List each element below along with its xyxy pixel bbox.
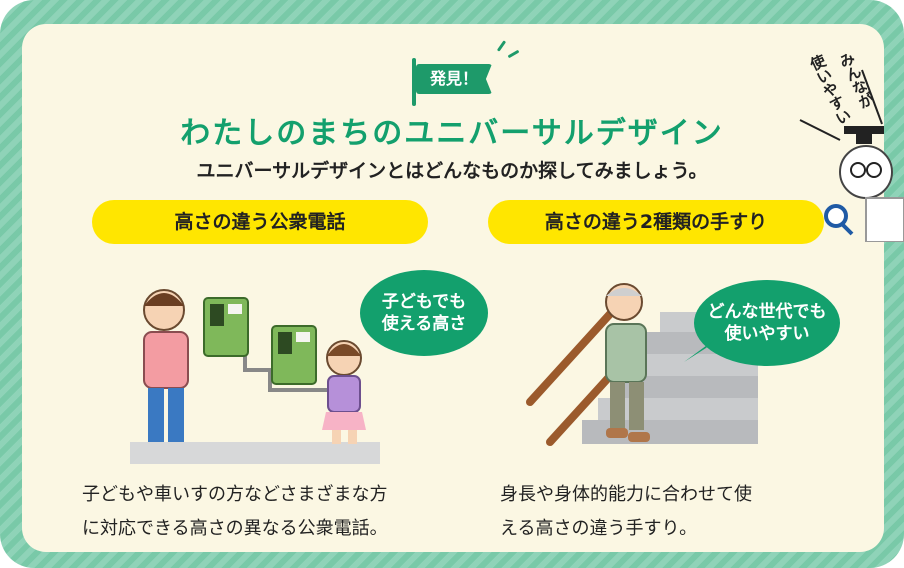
caption-handrail: 身長や身体的能力に合わせて使 える高さの違う手すり。 (500, 478, 840, 546)
speech-bubble-handrail: どんな世代でも 使いやすい (694, 280, 840, 366)
caption-phone: 子どもや車いすの方などさまざまな方 に対応できる高さの異なる公衆電話。 (82, 478, 462, 546)
section-heading-phone: 高さの違う公衆電話 (92, 200, 428, 244)
page-subtitle: ユニバーサルデザインとはどんなものか探してみましょう。 (196, 160, 708, 182)
caption-line: える高さの違う手すり。 (500, 518, 698, 539)
speech-tail-handrail (684, 340, 714, 362)
discovery-badge: 発見！ (416, 64, 492, 94)
speech-text-line1: 子どもでも (381, 292, 467, 312)
mascot-lines (799, 69, 883, 141)
professor-mascot (824, 126, 904, 242)
speech-bubble-phone: 子どもでも 使える高さ (360, 270, 488, 356)
section-heading-handrail: 高さの違う2種類の手すり (488, 200, 824, 244)
speech-text-line2: 使える高さ (381, 314, 467, 334)
speech-text-line1: どんな世代でも (707, 302, 827, 322)
page-title: わたしのまちのユニバーサルデザイン (180, 116, 724, 151)
speech-text-line2: 使いやすい (724, 324, 810, 344)
caption-line: 身長や身体的能力に合わせて使 (500, 484, 752, 505)
caption-line: に対応できる高さの異なる公衆電話。 (82, 518, 388, 539)
phone-illustration (130, 289, 380, 464)
flag-pole (412, 58, 416, 106)
caption-line: 子どもや車いすの方などさまざまな方 (82, 484, 388, 505)
speech-tail-phone (350, 336, 380, 360)
